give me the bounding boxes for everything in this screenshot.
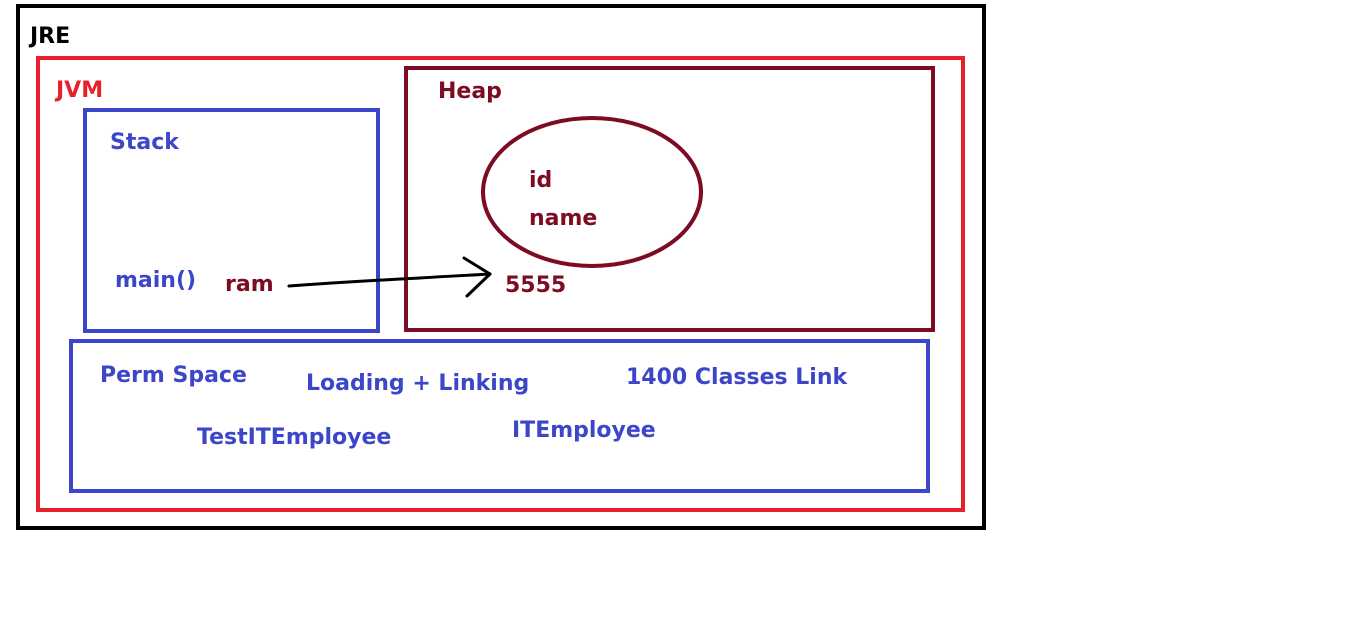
jvm-label: JVM [56,78,104,103]
reference-arrow-line [287,272,492,288]
perm-phase-label: Loading + Linking [306,371,530,396]
jvm-container [36,56,965,512]
perm-space-container [69,339,930,493]
stack-container [83,108,380,333]
heap-label: Heap [438,79,502,104]
perm-class-itemployee: ITEmployee [512,418,656,443]
stack-label: Stack [110,130,179,155]
perm-class-testitemployee: TestITEmployee [197,425,392,450]
jre-label: JRE [30,24,71,49]
jre-container [16,4,986,530]
heap-field-name: name [529,206,598,231]
heap-object-ellipse [481,116,703,268]
heap-field-id: id [529,168,553,193]
stack-method-label: main() [115,268,197,293]
heap-object-address: 5555 [505,273,567,298]
stack-reference-label: ram [225,272,274,297]
perm-space-label: Perm Space [100,363,247,388]
perm-link-count-label: 1400 Classes Link [626,365,848,390]
reference-arrow-head [462,256,492,298]
heap-container [404,66,935,332]
